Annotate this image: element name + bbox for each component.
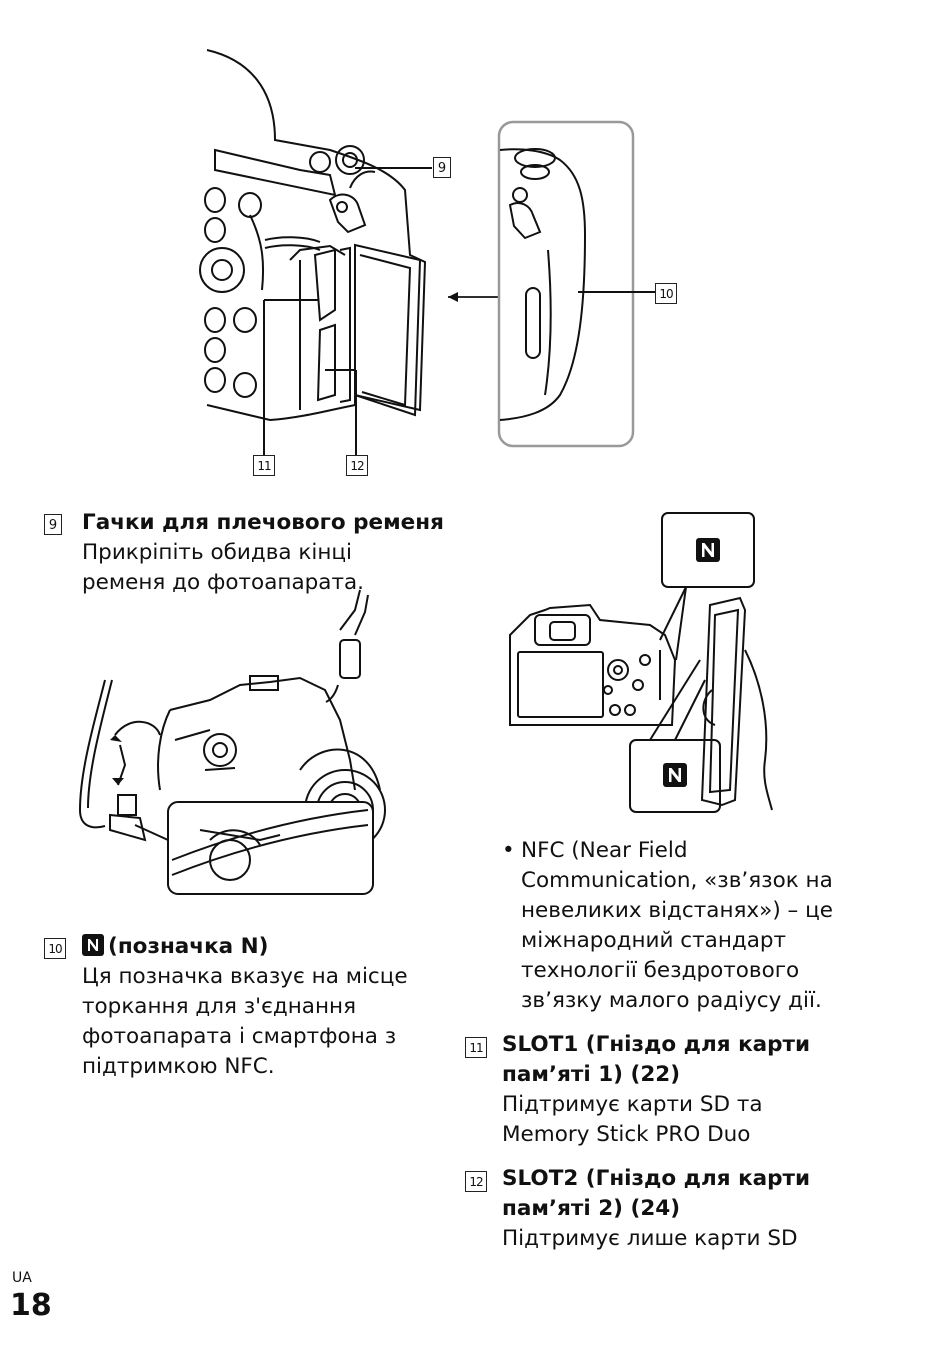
item-11-desc-line-1: Підтримує карти SD та — [502, 1092, 763, 1117]
item-12-title-line-1: SLOT2 (Гніздо для карти — [502, 1166, 811, 1191]
item-10-title-row: (позначка N) — [82, 932, 268, 962]
item-10-number: 10 — [44, 938, 66, 959]
item-9-number: 9 — [44, 514, 62, 535]
item-10-desc-line-3: фотоапарата і смартфона з — [82, 1024, 397, 1049]
item-10-desc-line-1: Ця позначка вказує на місце — [82, 964, 408, 989]
strap-attach-illustration — [78, 589, 386, 895]
camera-slots-illustration — [199, 49, 655, 455]
item-10-desc-line-2: торкання для з'єднання — [82, 994, 357, 1019]
nfc-note-line-1: NFC (Near Field — [521, 838, 688, 863]
nfc-note-line-2: Communication, «зв’язок на — [521, 868, 833, 893]
footer-language: UA — [12, 1270, 32, 1286]
item-9-title: Гачки для плечового ременя — [82, 510, 444, 535]
item-11-desc-line-2: Memory Stick PRO Duo — [502, 1122, 751, 1147]
item-9-desc-line-2: ременя до фотоапарата. — [82, 570, 364, 595]
page-number: 18 — [10, 1288, 52, 1323]
nfc-note-line-6: зв’язку малого радіусу дії. — [521, 988, 822, 1013]
item-12-number: 12 — [465, 1171, 487, 1192]
item-11-title-line-1: SLOT1 (Гніздо для карти — [502, 1032, 811, 1057]
nfc-bullet: • — [502, 838, 515, 863]
callout-11: 11 — [253, 455, 275, 476]
nfc-note-line-5: технології бездротового — [521, 958, 800, 983]
nfc-note-line-4: міжнародний стандарт — [521, 928, 787, 953]
nfc-note-line-3: невеликих відстанях») – це — [521, 898, 833, 923]
callout-12: 12 — [346, 455, 368, 476]
item-9-desc-line-1: Прикріпіть обидва кінці — [82, 540, 353, 565]
item-10-title: (позначка N) — [108, 934, 269, 959]
item-12-desc-line-1: Підтримує лише карти SD — [502, 1226, 798, 1251]
item-10-desc-line-4: підтримкою NFC. — [82, 1054, 275, 1079]
n-mark-icon — [82, 934, 104, 956]
nfc-touch-illustration — [509, 512, 773, 813]
callout-10: 10 — [655, 283, 677, 304]
item-12-title-line-2: пам’яті 2) (24) — [502, 1196, 681, 1221]
item-11-title-line-2: пам’яті 1) (22) — [502, 1062, 681, 1087]
item-11-number: 11 — [465, 1037, 487, 1058]
callout-9: 9 — [433, 157, 451, 178]
